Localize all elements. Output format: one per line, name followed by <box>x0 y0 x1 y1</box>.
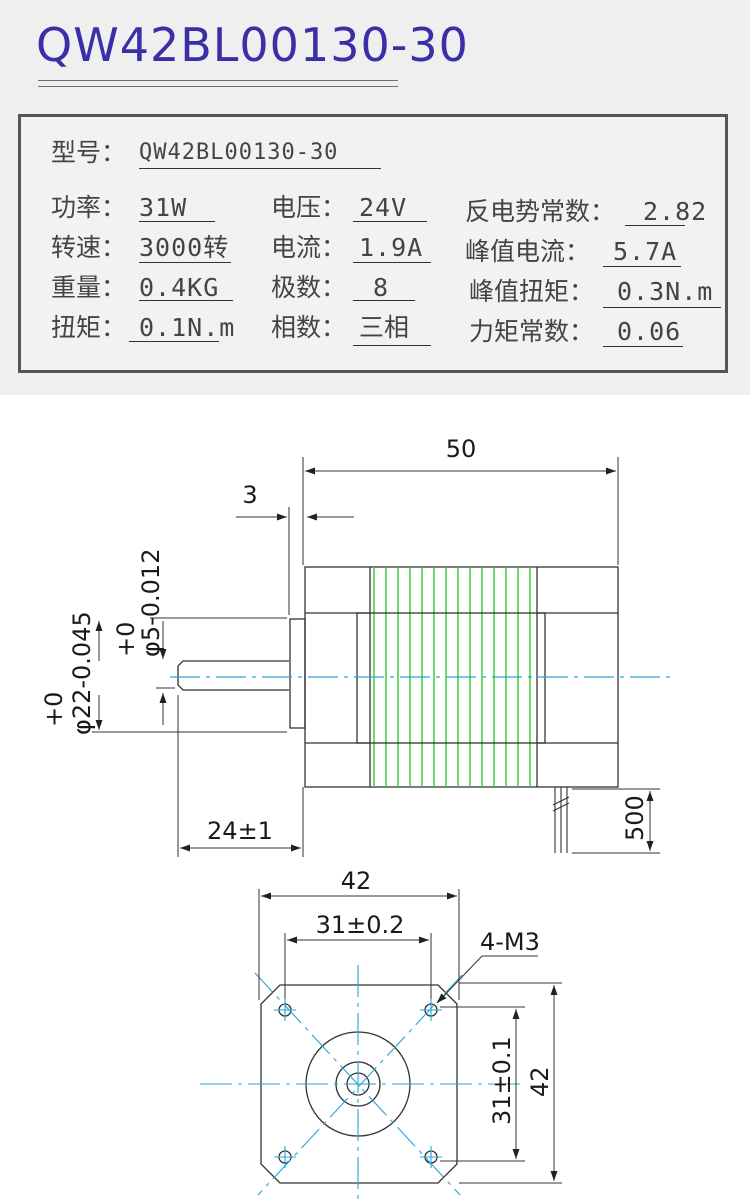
motor-dimension-drawing: 50 3 +0 φ5-0.012 +0 φ22-0.045 24±1 500 <box>40 435 670 1200</box>
lead-wires <box>554 787 568 853</box>
weight-label: 重量： <box>51 273 127 302</box>
peak-current-label: 峰值电流： <box>465 237 591 266</box>
speed-label: 转速： <box>51 233 127 262</box>
torque-constant-underline <box>603 346 683 347</box>
peak-torque-label: 峰值扭矩： <box>469 277 595 306</box>
torque-underline <box>129 341 219 342</box>
boss-diameter-tol-label: +0 <box>40 692 68 727</box>
torque-value: 0.1N.m <box>139 313 236 342</box>
back-emf-value: 2.82 <box>643 197 708 226</box>
phases-label: 相数： <box>271 313 347 342</box>
poles-underline <box>353 300 415 301</box>
peak-torque-value: 0.3N.m <box>617 277 714 306</box>
back-emf-label: 反电势常数： <box>465 197 616 226</box>
power-underline <box>139 221 215 222</box>
model-underline <box>139 168 381 169</box>
mounting-holes-leader <box>436 955 538 1004</box>
weight-underline <box>139 300 233 301</box>
shaft-length-label: 24±1 <box>207 817 273 845</box>
current-underline <box>353 262 431 263</box>
motor-shaft <box>177 660 289 691</box>
voltage-label: 电压： <box>271 193 347 222</box>
shaft-length-dimension <box>177 695 304 857</box>
lead-length-dimension <box>572 788 660 854</box>
torque-constant-value: 0.06 <box>617 317 682 346</box>
current-value: 1.9A <box>359 233 424 262</box>
front-view-centerlines <box>200 965 520 1200</box>
peak-current-value: 5.7A <box>613 237 678 266</box>
mounting-holes-label: 4-M3 <box>480 928 540 956</box>
weight-value: 0.4KG <box>139 273 220 302</box>
power-value: 31W <box>139 193 188 222</box>
flange-thickness-dimension <box>236 507 354 615</box>
flange-height-label: 42 <box>526 1066 554 1097</box>
page-title: QW42BL00130-30 <box>36 18 469 72</box>
poles-label: 极数： <box>271 273 347 302</box>
body-length-label: 50 <box>446 435 477 463</box>
boss-diameter-dimension <box>92 621 287 733</box>
phases-value: 三相 <box>359 313 410 342</box>
flange-thickness-label: 3 <box>242 481 257 509</box>
lead-length-label: 500 <box>621 795 649 841</box>
flange-boss <box>289 618 306 729</box>
torque-constant-label: 力矩常数： <box>469 317 595 346</box>
boss-diameter-label: φ22-0.045 <box>68 611 96 735</box>
hole-spacing-vertical-dimension <box>440 1006 525 1162</box>
title-underline <box>38 80 398 81</box>
flange-width-dimension <box>258 889 460 1000</box>
flange-width-label: 42 <box>341 867 372 895</box>
hole-spacing-horizontal-dimension <box>284 933 432 999</box>
phases-underline <box>353 345 431 346</box>
title-underline-second <box>38 86 398 87</box>
hole-spacing-horizontal-label: 31±0.2 <box>316 911 405 939</box>
shaft-diameter-tol-label: +0 <box>112 622 140 657</box>
body-length-dimension <box>302 457 619 565</box>
peak-torque-underline <box>603 307 721 308</box>
stator-core-outline <box>356 612 546 744</box>
poles-value: 8 <box>373 273 390 302</box>
spec-table: 型号： QW42BL00130-30 功率： 31W 转速： 3000转 重量：… <box>18 114 728 373</box>
speed-value: 3000转 <box>139 233 230 262</box>
flange-height-dimension <box>459 982 562 1184</box>
voltage-underline <box>353 221 427 222</box>
shaft-diameter-label: φ5-0.012 <box>137 549 165 657</box>
model-value: QW42BL00130-30 <box>139 140 339 165</box>
speed-underline <box>139 262 231 263</box>
current-label: 电流： <box>271 233 347 262</box>
voltage-value: 24V <box>359 193 408 222</box>
peak-current-underline <box>603 266 681 267</box>
flange-outline <box>260 984 458 1184</box>
back-emf-underline <box>625 225 685 226</box>
torque-label: 扭矩： <box>51 313 127 342</box>
shaft-diameter-dimension <box>150 617 287 725</box>
side-view <box>177 566 619 853</box>
model-label: 型号： <box>51 138 127 167</box>
power-label: 功率： <box>51 193 127 222</box>
hole-spacing-vertical-label: 31±0.1 <box>488 1036 516 1125</box>
